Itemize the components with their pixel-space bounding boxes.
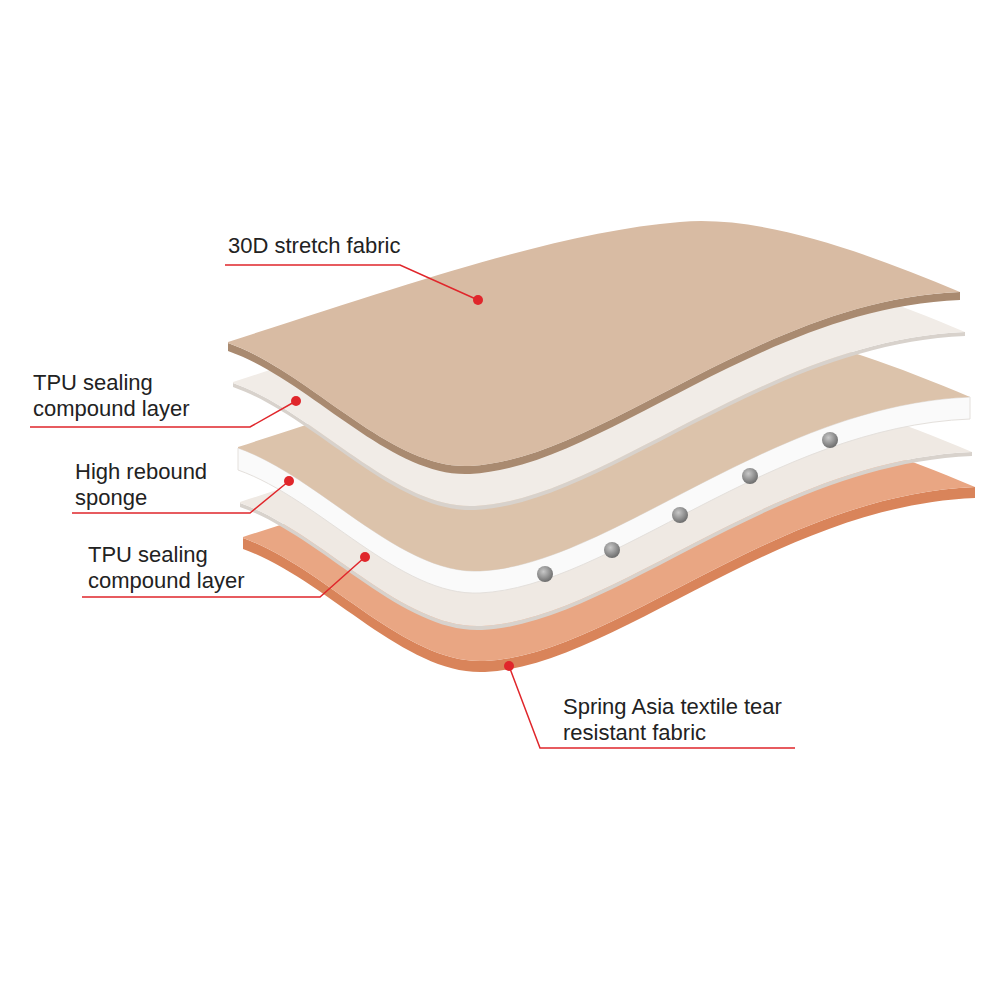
sponge-dot: [742, 468, 758, 484]
label-slot: 30D stretch fabric: [228, 233, 400, 259]
sponge-dot: [822, 432, 838, 448]
leader-dot: [504, 661, 514, 671]
leader-dot: [291, 396, 301, 406]
leader-dot: [360, 552, 370, 562]
stretch-fabric-layer: [228, 221, 960, 474]
sponge-dot: [672, 507, 688, 523]
leader-lines: [30, 265, 795, 748]
part-label: TPU sealing compound layer: [33, 370, 228, 422]
part-label: TPU sealing compound layer: [88, 542, 283, 594]
sponge-dot: [604, 542, 620, 558]
label-slot: High rebound sponge: [75, 459, 260, 511]
leader-line: [225, 265, 478, 300]
label-slot: Spring Asia textile tear resistant fabri…: [563, 694, 813, 746]
leader-dot: [473, 295, 483, 305]
leader-dot: [284, 476, 294, 486]
fabric-face: [228, 221, 960, 466]
sponge-dot: [537, 566, 553, 582]
label-slot: TPU sealing compound layer: [33, 370, 228, 422]
part-label: High rebound sponge: [75, 459, 260, 511]
leader-dots: [284, 295, 514, 671]
part-label: Spring Asia textile tear resistant fabri…: [563, 694, 813, 746]
label-slot: TPU sealing compound layer: [88, 542, 283, 594]
part-label: 30D stretch fabric: [228, 233, 400, 259]
